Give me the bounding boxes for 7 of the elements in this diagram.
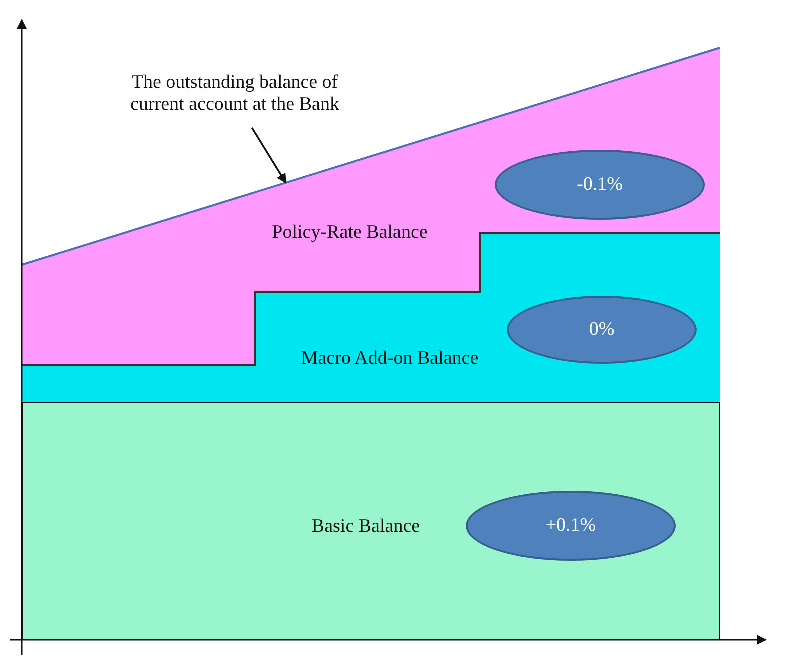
callout-text: The outstanding balance of current account at the Bank [110, 72, 360, 128]
area-label: Basic Balance [310, 516, 422, 538]
rate-oval: +0.1% [466, 491, 676, 561]
basic-balance-area [22, 402, 720, 640]
area-label: Macro Add-on Balance [300, 348, 480, 370]
leader-arrow [251, 128, 287, 184]
area-label: Policy-Rate Balance [271, 222, 429, 244]
